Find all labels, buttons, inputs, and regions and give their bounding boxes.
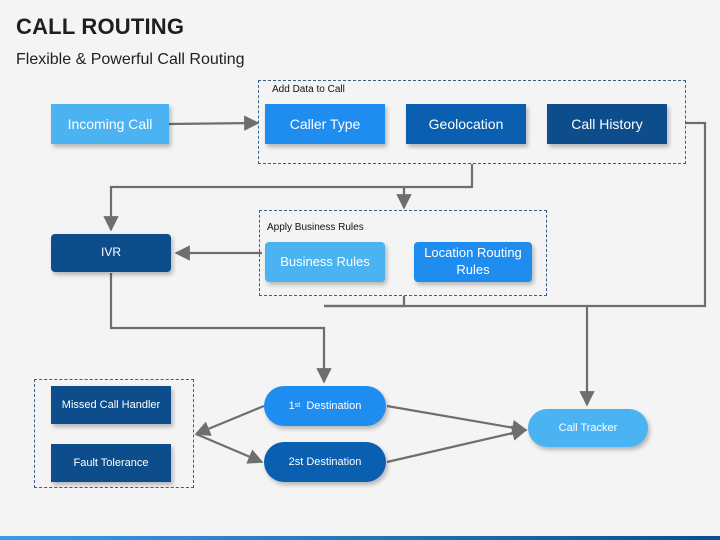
first-destination-superscript: st (294, 402, 301, 410)
slide-title: CALL ROUTING (16, 14, 185, 39)
second-destination-node: 2st Destination (264, 442, 386, 482)
caller-type-node: Caller Type (265, 104, 385, 144)
connector-rules-group-down (324, 296, 406, 308)
slide-subtitle: Flexible & Powerful Call Routing (16, 51, 245, 68)
footer-accent-bar (0, 536, 720, 540)
call-tracker-node: Call Tracker (528, 409, 648, 447)
connector-first-dest-to-tracker (386, 404, 528, 436)
add-data-group (258, 80, 686, 164)
connector-handlers-to-second-dest (195, 432, 264, 464)
add-data-group-label: Add Data to Call (272, 84, 345, 95)
missed-call-handler-node: Missed Call Handler (51, 386, 171, 424)
location-routing-rules-label: Location Routing Rules (424, 245, 522, 277)
location-routing-rules-node: Location Routing Rules (414, 242, 532, 282)
business-rules-group (259, 210, 547, 296)
connector-first-dest-to-handlers (194, 404, 265, 436)
business-rules-group-label: Apply Business Rules (267, 222, 364, 233)
handlers-group (34, 379, 194, 488)
incoming-call-node: Incoming Call (51, 104, 169, 144)
connector-ivr-to-destination (109, 273, 332, 384)
connector-incoming-to-caller-type (167, 115, 260, 131)
first-destination-label: Destination (306, 399, 362, 412)
first-destination-number: 1 (288, 399, 295, 412)
connector-second-dest-to-tracker (386, 425, 528, 464)
connector-call-history-loop (324, 121, 707, 308)
connector-add-data-down (103, 164, 474, 232)
geolocation-node: Geolocation (406, 104, 526, 144)
ivr-node: IVR (51, 234, 171, 272)
business-rules-node: Business Rules (265, 242, 385, 282)
fault-tolerance-node: Fault Tolerance (51, 444, 171, 482)
call-history-node: Call History (547, 104, 667, 144)
